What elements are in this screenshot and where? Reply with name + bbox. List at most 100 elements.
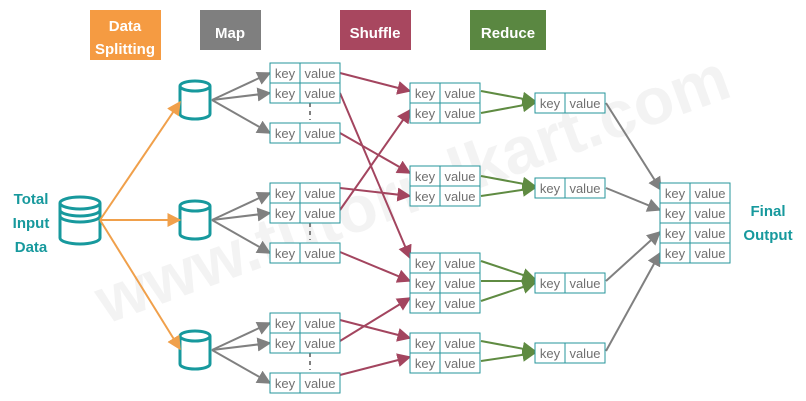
pair-value-label: value bbox=[444, 256, 475, 271]
split-arrow-3 bbox=[99, 219, 181, 351]
map-arrow-2-2 bbox=[211, 207, 272, 222]
shuffle-arrow-2 bbox=[339, 92, 412, 260]
pair-value-label: value bbox=[304, 316, 335, 331]
reduce-output-pair-3: key value bbox=[534, 272, 606, 294]
reduce-arrow-9 bbox=[480, 347, 537, 362]
pair-key-label: key bbox=[275, 246, 296, 261]
shuffle-pair-2: key value bbox=[409, 102, 481, 124]
map-arrow-2-1 bbox=[211, 191, 272, 221]
map-arrow-2-3 bbox=[211, 219, 272, 254]
output-arrow-1 bbox=[605, 102, 662, 192]
map-arrow-1-1 bbox=[211, 71, 272, 101]
shuffle-arrow-8 bbox=[339, 297, 412, 342]
phase-header-shuffle: Shuffle bbox=[340, 10, 411, 50]
pair-key-label: key bbox=[275, 86, 296, 101]
map-output-pair-9: key value bbox=[269, 372, 341, 394]
output-label-line-2: Output bbox=[743, 227, 792, 244]
phase-label-reduce: Reduce bbox=[481, 25, 535, 42]
pair-key-label: key bbox=[415, 336, 436, 351]
map-output-pair-4: key value bbox=[269, 182, 341, 204]
pair-key-label: key bbox=[415, 189, 436, 204]
output-arrow-4 bbox=[605, 251, 661, 352]
pair-key-label: key bbox=[540, 181, 561, 196]
reduce-arrow-8 bbox=[480, 340, 537, 356]
map-arrow-3-2 bbox=[211, 337, 272, 352]
pair-value-label: value bbox=[694, 246, 725, 261]
pair-value-label: value bbox=[569, 276, 600, 291]
pair-value-label: value bbox=[444, 106, 475, 121]
pair-key-label: key bbox=[275, 186, 296, 201]
input-database-icon bbox=[58, 195, 102, 246]
reduce-arrow-2 bbox=[480, 98, 537, 114]
pair-value-label: value bbox=[304, 336, 335, 351]
output-arrow-2 bbox=[605, 187, 662, 212]
map-output-pair-1: key value bbox=[269, 62, 341, 84]
pair-key-label: key bbox=[415, 256, 436, 271]
shuffle-arrow-6 bbox=[339, 251, 412, 283]
pair-value-label: value bbox=[304, 376, 335, 391]
shuffle-arrow-9 bbox=[339, 353, 412, 376]
pair-value-label: value bbox=[569, 96, 600, 111]
input-label-line-3: Data bbox=[15, 239, 48, 256]
pair-key-label: key bbox=[540, 346, 561, 361]
pair-key-label: key bbox=[275, 66, 296, 81]
map-output-pair-7: key value bbox=[269, 312, 341, 334]
split-arrow-1 bbox=[99, 100, 181, 221]
phase-header-map: Map bbox=[200, 10, 261, 50]
pair-key-label: key bbox=[275, 206, 296, 221]
final-output-pair-2: key value bbox=[659, 202, 731, 224]
pair-key-label: key bbox=[415, 86, 436, 101]
map-arrow-1-2 bbox=[211, 87, 272, 102]
pair-value-label: value bbox=[694, 226, 725, 241]
pair-key-label: key bbox=[275, 316, 296, 331]
pair-key-label: key bbox=[665, 246, 686, 261]
split-database-icon-1 bbox=[178, 79, 212, 121]
reduce-arrow-7 bbox=[480, 280, 537, 302]
reduce-arrow-1 bbox=[480, 90, 537, 106]
reduce-output-pair-4: key value bbox=[534, 342, 606, 364]
final-output-label: Final Output bbox=[743, 203, 792, 244]
phase-label-data: Data bbox=[109, 18, 142, 35]
pair-key-label: key bbox=[540, 276, 561, 291]
input-label-line-2: Input bbox=[13, 215, 50, 232]
shuffle-arrow-5 bbox=[339, 108, 411, 211]
output-label-line-1: Final bbox=[750, 203, 785, 220]
shuffle-arrow-4 bbox=[339, 187, 412, 202]
pair-value-label: value bbox=[304, 66, 335, 81]
pair-key-label: key bbox=[665, 226, 686, 241]
pair-value-label: value bbox=[444, 356, 475, 371]
pair-value-label: value bbox=[304, 206, 335, 221]
shuffle-arrow-3 bbox=[339, 132, 412, 174]
phase-header-data-splitting: Data Splitting bbox=[90, 10, 161, 60]
map-arrow-3-3 bbox=[211, 349, 272, 384]
pair-value-label: value bbox=[694, 206, 725, 221]
pair-key-label: key bbox=[415, 106, 436, 121]
phase-label-shuffle: Shuffle bbox=[350, 25, 401, 42]
pair-value-label: value bbox=[569, 181, 600, 196]
pair-value-label: value bbox=[304, 246, 335, 261]
pair-key-label: key bbox=[665, 206, 686, 221]
input-label-line-1: Total bbox=[14, 191, 49, 208]
shuffle-pair-9: key value bbox=[409, 352, 481, 374]
split-database-icon-2 bbox=[178, 199, 212, 241]
reduce-arrow-4 bbox=[480, 182, 537, 197]
shuffle-arrow-7 bbox=[339, 319, 412, 342]
pair-key-label: key bbox=[415, 169, 436, 184]
pair-value-label: value bbox=[304, 186, 335, 201]
pair-key-label: key bbox=[415, 356, 436, 371]
phase-label-map: Map bbox=[215, 25, 245, 42]
arrows bbox=[99, 71, 662, 384]
pair-value-label: value bbox=[444, 336, 475, 351]
pair-key-label: key bbox=[275, 376, 296, 391]
pair-value-label: value bbox=[569, 346, 600, 361]
map-output-pair-6: key value bbox=[269, 242, 341, 264]
